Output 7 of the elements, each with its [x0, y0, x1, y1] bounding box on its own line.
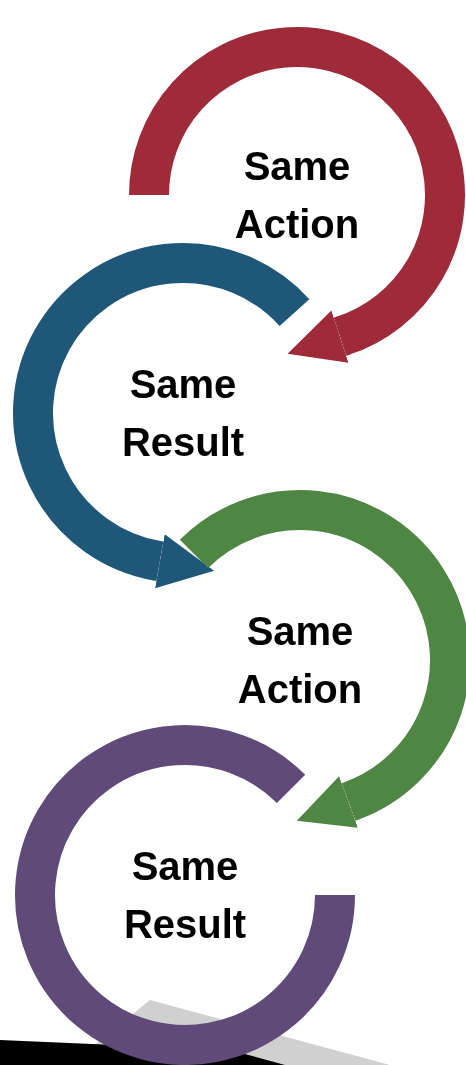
- cycle-label: Same Result: [122, 843, 248, 948]
- cycle-label: Same Action: [233, 143, 361, 248]
- arrowhead: [296, 776, 361, 828]
- cycle-label: Same Action: [236, 608, 364, 713]
- arrowhead: [287, 310, 351, 363]
- cycle-label: Same Result: [120, 361, 246, 466]
- arrowhead: [151, 534, 215, 589]
